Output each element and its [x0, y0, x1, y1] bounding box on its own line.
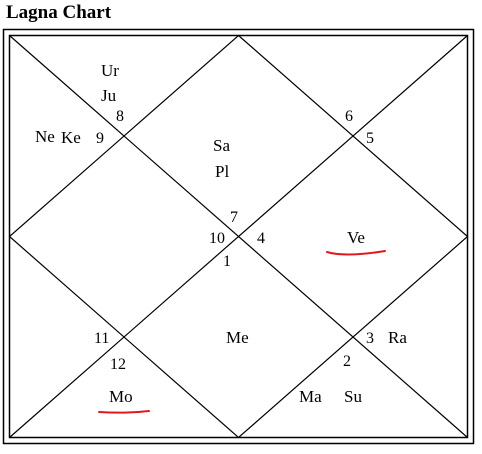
planet-ne: Ne: [35, 127, 55, 146]
sign-number-3: 3: [366, 330, 374, 347]
planet-me: Me: [226, 328, 249, 347]
mo-highlight-underline: [98, 410, 150, 414]
planet-ra: Ra: [388, 328, 407, 347]
outer-border: [2, 28, 475, 445]
sign-number-1: 1: [223, 253, 231, 270]
sign-number-2: 2: [343, 353, 351, 370]
ve-highlight-underline: [326, 250, 386, 256]
planet-sa: Sa: [213, 136, 230, 155]
sign-number-12: 12: [110, 356, 126, 373]
sign-number-5: 5: [366, 130, 374, 147]
sign-number-8: 8: [116, 108, 124, 125]
planet-ma: Ma: [299, 387, 322, 406]
sign-number-4: 4: [257, 230, 265, 247]
sign-number-6: 6: [345, 108, 353, 125]
sign-number-10: 10: [209, 230, 225, 247]
planet-ju: Ju: [101, 86, 117, 105]
chart-title: Lagna Chart: [6, 2, 112, 23]
planet-su: Su: [344, 387, 362, 406]
planet-mo: Mo: [109, 387, 133, 406]
planet-ve: Ve: [347, 228, 365, 247]
planet-pl: Pl: [215, 162, 229, 181]
sign-number-9: 9: [96, 130, 104, 147]
planet-ur: Ur: [101, 61, 119, 80]
planet-ke: Ke: [61, 128, 81, 147]
sign-number-7: 7: [230, 209, 238, 226]
inner-diamond: [8, 34, 469, 439]
diagonal-line-2: [9, 35, 468, 438]
sign-number-11: 11: [94, 330, 109, 347]
